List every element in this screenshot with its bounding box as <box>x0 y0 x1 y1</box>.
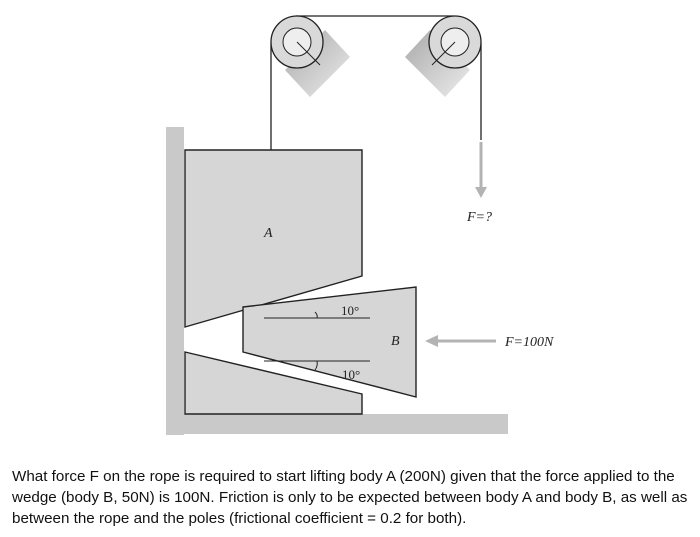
rope-force-arrow <box>475 142 487 198</box>
angle-label-bottom: 10° <box>342 367 360 382</box>
lower-block <box>184 351 363 415</box>
question-text: What force F on the rope is required to … <box>12 468 688 527</box>
wedge-force-arrow <box>425 335 496 347</box>
mechanics-diagram: A B F=? F=100N 10° 10° <box>166 15 554 435</box>
right-pulley-mount <box>405 30 470 97</box>
wedge-b <box>242 286 417 398</box>
ground <box>166 127 508 435</box>
right-pulley <box>405 15 482 97</box>
left-pulley <box>270 15 350 97</box>
body-a <box>184 149 363 328</box>
label-wedge-force: F=100N <box>504 335 554 350</box>
label-rope-force: F=? <box>466 210 492 225</box>
angle-markers <box>264 311 370 371</box>
label-body-a: A <box>263 226 273 241</box>
label-body-b: B <box>391 334 400 349</box>
wall <box>166 127 184 435</box>
angle-label-top: 10° <box>341 303 359 318</box>
rope <box>270 15 482 150</box>
floor <box>166 414 508 434</box>
left-pulley-mount <box>285 30 350 97</box>
